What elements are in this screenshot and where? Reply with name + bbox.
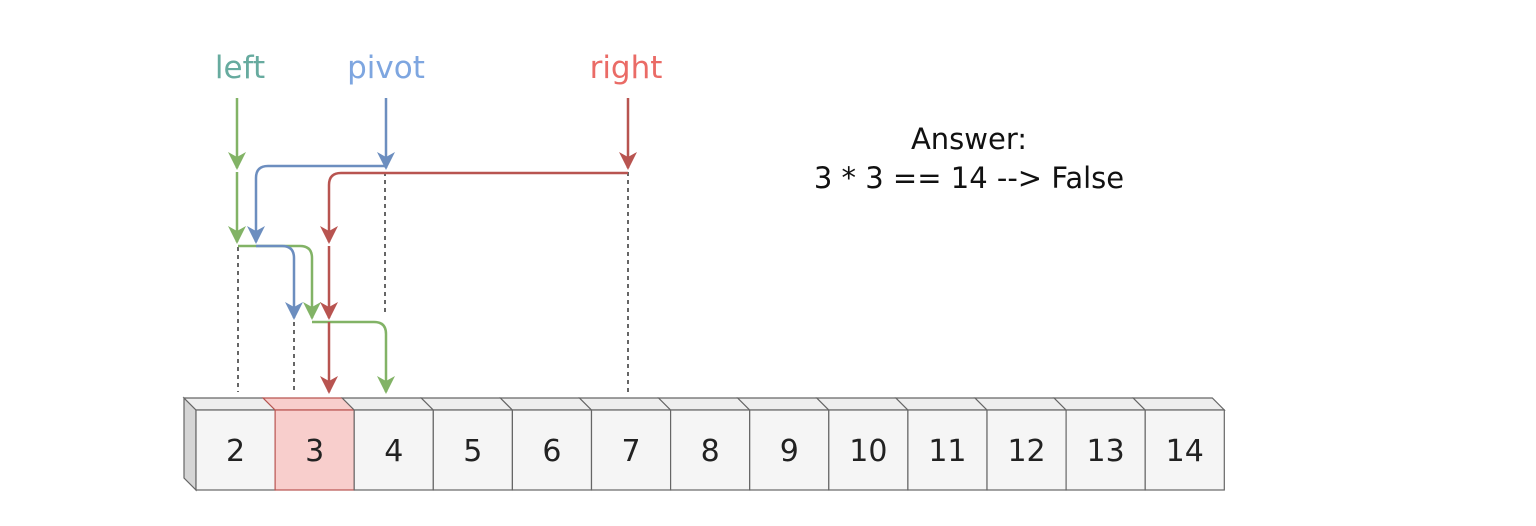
array-cell: 4 <box>340 397 435 491</box>
array-cell-value: 9 <box>780 434 799 469</box>
array-cell-front-face <box>353 409 434 491</box>
pivot-arrowhead-3 <box>285 302 303 320</box>
array-cell-top-face <box>340 397 435 411</box>
dashed-guides <box>237 172 629 392</box>
array-side-face <box>183 396 197 492</box>
answer-title: Answer: <box>911 122 1027 156</box>
right-arrowheads <box>320 152 637 394</box>
array-cell-value: 12 <box>1007 434 1045 469</box>
array-cell-top-face <box>498 397 593 411</box>
pivot-arrow-2 <box>254 164 386 242</box>
array-cell-top-face <box>261 397 356 411</box>
pivot-label: pivot <box>347 50 425 86</box>
array-cell-value: 10 <box>849 434 887 469</box>
array-cell: 6 <box>498 397 593 491</box>
array-cell-top-face <box>894 397 989 411</box>
array-cell: 7 <box>578 397 673 491</box>
array-cell-value: 3 <box>305 434 324 469</box>
array-cell: 11 <box>894 397 989 491</box>
array-cell-front-face <box>828 409 909 491</box>
array-cell-front-face <box>1065 409 1146 491</box>
right-arrowhead-1 <box>619 152 637 170</box>
right-arrowhead-3 <box>320 302 338 320</box>
right-arrowhead-4 <box>320 376 338 394</box>
array-cell-value: 11 <box>928 434 966 469</box>
array-cell-top-face <box>182 397 277 411</box>
pivot-arrowhead-1 <box>377 152 395 170</box>
left-arrowhead-4 <box>377 376 395 394</box>
array-cell: 8 <box>657 397 752 491</box>
left-label: left <box>215 50 265 86</box>
array-cell-front-face <box>511 409 593 491</box>
array-cell: 10 <box>815 397 910 491</box>
array-cell: 13 <box>1052 397 1147 491</box>
array-cell-value: 8 <box>701 434 720 469</box>
left-arrow-3 <box>238 244 314 318</box>
left-arrowhead-2 <box>228 226 246 244</box>
array-cell: 5 <box>419 397 514 491</box>
left-arrows <box>235 98 388 392</box>
array-cell-value: 2 <box>226 434 245 469</box>
array-cell: 3 <box>261 397 356 491</box>
number-array: 2 3 4 5 6 7 8 9 10 11 12 13 14 <box>182 396 1226 492</box>
array-cell-top-face <box>1131 397 1226 411</box>
pivot-arrowheads <box>247 152 395 320</box>
pivot-arrowhead-2 <box>247 226 265 244</box>
array-cell: 2 <box>182 397 277 491</box>
array-cell-top-face <box>419 397 514 411</box>
array-cell-front-face <box>274 409 355 491</box>
right-arrow-2 <box>327 171 628 242</box>
array-cell-front-face <box>669 409 751 491</box>
pivot-arrows <box>254 98 388 318</box>
array-cell: 12 <box>973 397 1068 491</box>
array-cell-front-face <box>907 409 988 491</box>
left-arrowheads <box>228 152 395 394</box>
array-cell-value: 13 <box>1087 434 1125 469</box>
right-label: right <box>590 50 663 86</box>
array-cell-value: 4 <box>384 434 403 469</box>
right-arrowhead-2 <box>320 226 338 244</box>
right-arrows <box>327 98 630 392</box>
array-cell-top-face <box>973 397 1068 411</box>
array-cell-front-face <box>749 409 830 491</box>
array-cell-front-face <box>1144 409 1225 491</box>
array-cell-front-face <box>432 409 513 491</box>
array-cell-top-face <box>1052 397 1147 411</box>
array-cell-value: 6 <box>542 434 561 469</box>
array-cell-value: 5 <box>463 434 482 469</box>
array-cell-top-face <box>736 397 831 411</box>
left-arrowhead-3 <box>303 302 321 320</box>
left-arrow-4 <box>312 320 388 392</box>
array-cell-front-face <box>590 409 672 491</box>
array-cell-front-face <box>195 409 276 491</box>
array-cell-value: 7 <box>622 434 641 469</box>
array-cell-front-face <box>986 409 1067 491</box>
array-cell-value: 14 <box>1166 434 1204 469</box>
array-cell-top-face <box>657 397 752 411</box>
pivot-arrow-3 <box>256 244 296 318</box>
left-arrowhead-1 <box>228 152 246 170</box>
array-cell: 9 <box>736 397 831 491</box>
array-cell: 14 <box>1131 397 1226 491</box>
array-cell-top-face <box>815 397 910 411</box>
array-cell-top-face <box>578 397 673 411</box>
answer-expression: 3 * 3 == 14 --> False <box>814 161 1124 195</box>
